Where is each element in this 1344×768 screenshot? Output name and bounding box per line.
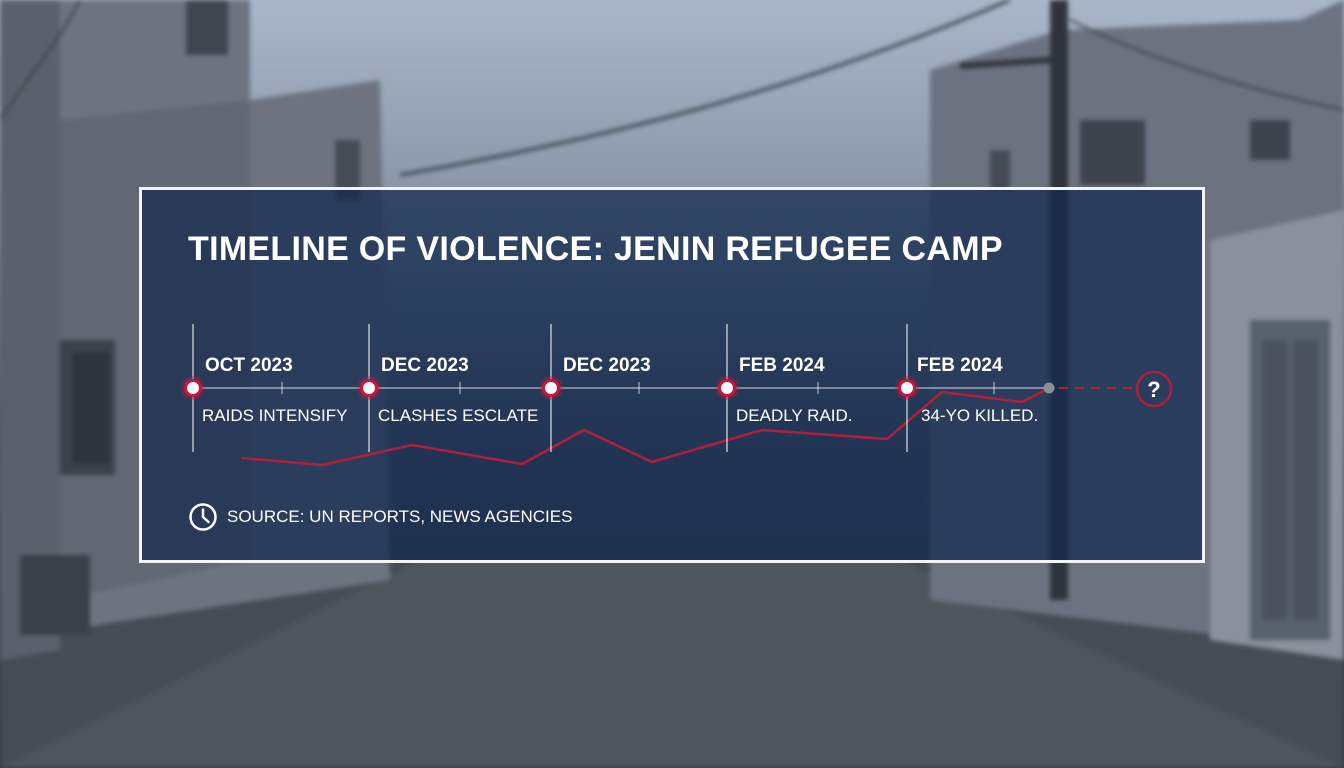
event-date: OCT 2023 [205, 355, 293, 376]
event-node [357, 376, 381, 400]
trend-line [241, 386, 1050, 467]
event-node [181, 376, 205, 400]
event-label: 34-YO KILLED. [921, 406, 1039, 425]
event-date: FEB 2024 [917, 355, 1003, 376]
timeline-title: TIMELINE OF VIOLENCE: JENIN REFUGEE CAMP [188, 230, 1003, 268]
event-date: FEB 2024 [739, 355, 825, 376]
event-label: DEADLY RAID. [736, 406, 853, 425]
timeline-graphic: ? [181, 324, 1173, 467]
future-marker-symbol: ? [1147, 377, 1160, 402]
question-mark-icon: ? [1135, 370, 1173, 408]
event-node [895, 376, 919, 400]
clock-icon [189, 503, 217, 531]
future-point [1043, 382, 1055, 394]
event-label: RAIDS INTENSIFY [202, 406, 348, 425]
event-node [539, 376, 563, 400]
event-date: DEC 2023 [381, 355, 469, 376]
event-label: CLASHES ESCLATE [378, 406, 539, 425]
event-date: DEC 2023 [563, 355, 651, 376]
timeline-card: TIMELINE OF VIOLENCE: JENIN REFUGEE CAMP [139, 187, 1205, 563]
event-node [715, 376, 739, 400]
source-text: SOURCE: UN REPORTS, NEWS AGENCIES [227, 507, 573, 526]
source-line: SOURCE: UN REPORTS, NEWS AGENCIES [188, 501, 572, 533]
